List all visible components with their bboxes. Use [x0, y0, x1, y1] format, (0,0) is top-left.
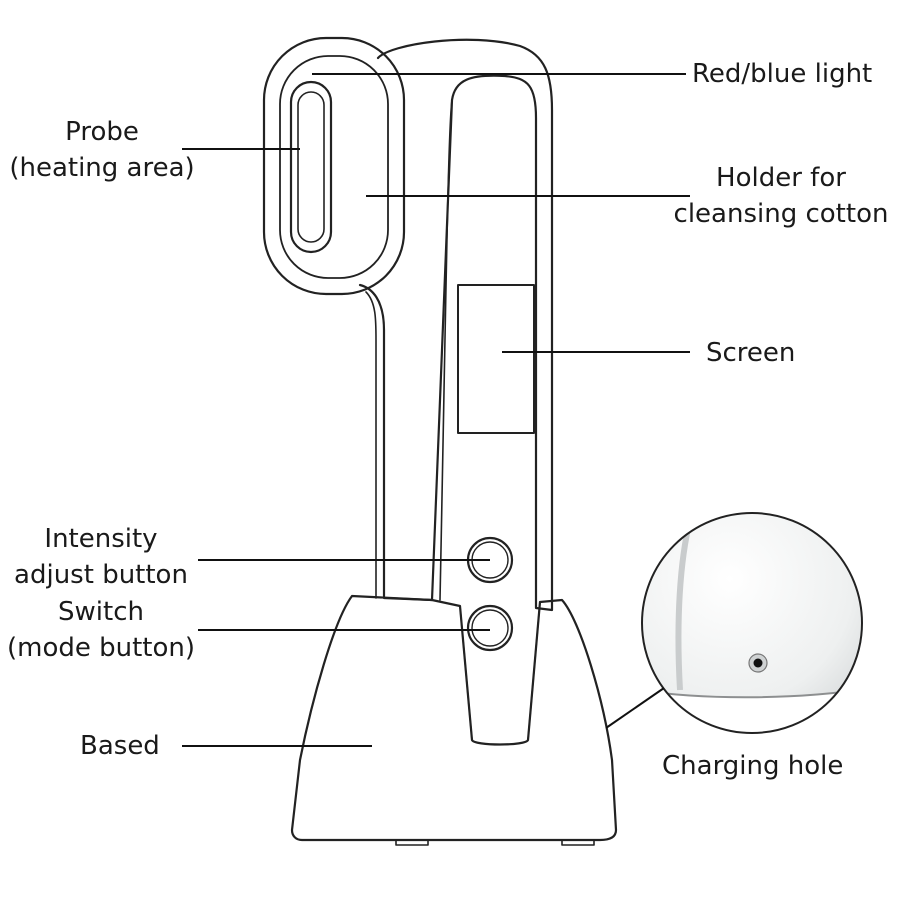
- label-screen: Screen: [706, 338, 796, 368]
- label-holder: Holder for cleansing cotton: [673, 163, 889, 229]
- label-switch: Switch (mode button): [6, 597, 196, 663]
- probe-heating-area: [289, 80, 333, 254]
- device-handle: [358, 38, 554, 612]
- probe-head: [262, 36, 406, 296]
- switch-button-shape: [466, 604, 514, 652]
- charging-hole-zoom: [641, 512, 863, 734]
- device-base: [290, 594, 618, 842]
- screen-panel: [457, 284, 535, 434]
- leader-charging-hole: [605, 687, 665, 729]
- label-probe: Probe (heating area): [9, 117, 195, 183]
- label-based: Based: [80, 731, 160, 761]
- label-charging-hole: Charging hole: [662, 751, 844, 781]
- label-intensity: Intensity adjust button: [14, 524, 188, 590]
- label-red-blue-light: Red/blue light: [692, 59, 873, 89]
